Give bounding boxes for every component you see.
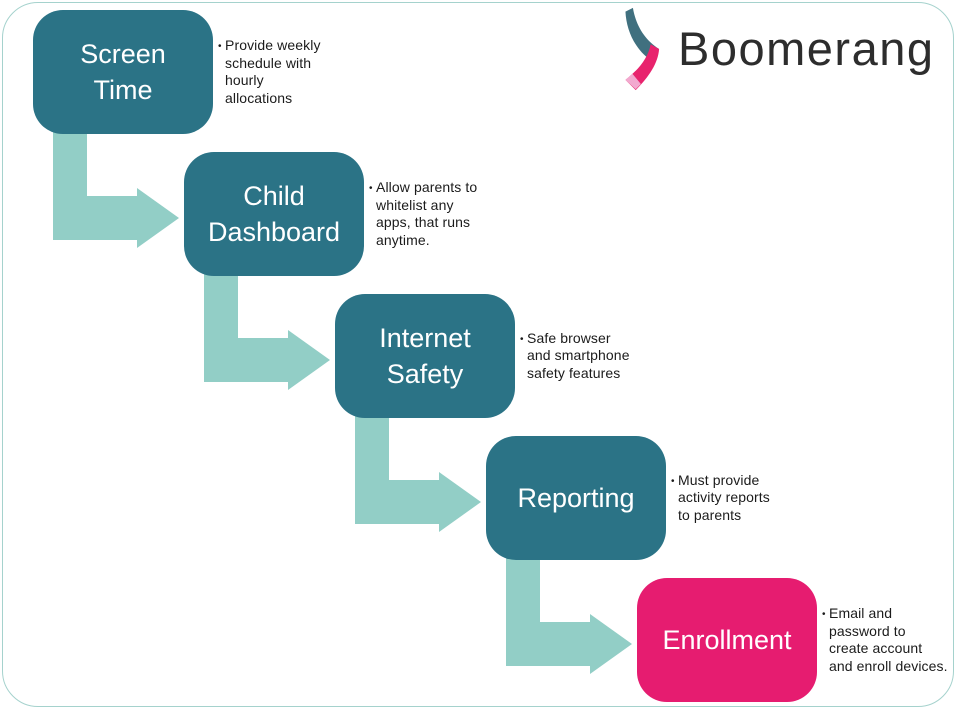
boomerang-icon (625, 7, 660, 91)
step-label-line: Child (243, 181, 305, 211)
step-label-line: Dashboard (207, 217, 341, 247)
bullet-icon: • (369, 183, 373, 194)
step-box-enrollment: Enrollment (637, 578, 817, 702)
bullet-icon: • (218, 41, 222, 52)
elbow-arrow-reporting-to-next (506, 557, 632, 674)
elbow-arrow-internet-safety-to-next (355, 415, 481, 532)
logo-wordmark: Boomerang (678, 22, 935, 75)
step-label-line: Screen (80, 39, 166, 69)
elbow-arrow-screen-time-to-next (53, 131, 179, 248)
boomerang-accent-band (625, 73, 641, 90)
step-box-reporting: Reporting (486, 436, 666, 560)
bullet-icon: • (520, 333, 524, 345)
bullet-icon: • (671, 475, 675, 487)
step-label-line: Safety (386, 359, 464, 389)
step-label-line: Time (93, 75, 153, 105)
logo: Boomerang (612, 6, 935, 92)
step-label-line: Enrollment (662, 625, 792, 655)
elbow-arrow-child-dashboard-to-next (204, 273, 330, 390)
bullet-icon: • (822, 609, 826, 620)
step-label-line: Internet (379, 323, 471, 353)
step-label-line: Reporting (517, 483, 635, 513)
